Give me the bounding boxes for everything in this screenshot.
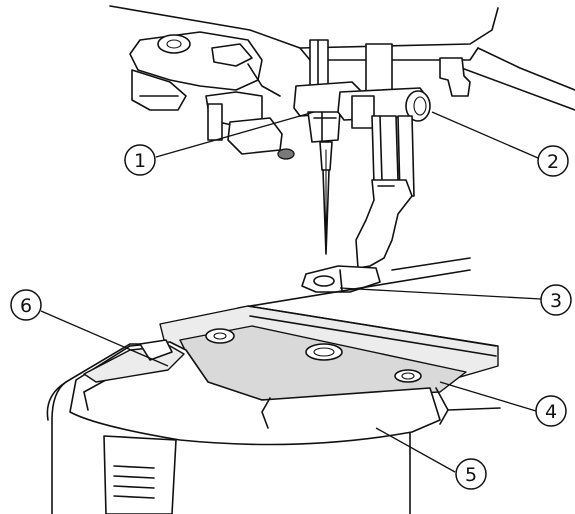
callout-3-label: 3 [550, 290, 562, 312]
callout-5: 5 [455, 458, 487, 490]
callout-2: 2 [537, 145, 569, 177]
presser-foot-bar [337, 43, 431, 197]
callout-1: 1 [124, 144, 156, 176]
leader-lines [40, 111, 542, 473]
callout-4-label: 4 [545, 401, 557, 423]
flatbed-attachment [159, 305, 499, 401]
needle [319, 141, 333, 255]
callout-3: 3 [540, 284, 572, 316]
leader-1 [155, 111, 315, 158]
callout-6: 6 [10, 289, 42, 321]
leader-3 [339, 287, 542, 300]
callout-5-label: 5 [465, 464, 477, 486]
leader-4 [439, 381, 537, 412]
leader-6 [40, 310, 169, 367]
embroidery-unit [46, 339, 501, 514]
callout-1-label: 1 [134, 150, 146, 172]
callout-6-label: 6 [20, 295, 32, 317]
embroidery-foot [301, 179, 413, 293]
callout-2-label: 2 [547, 151, 559, 173]
leader-2 [431, 111, 539, 159]
leader-5 [375, 427, 456, 473]
callout-4: 4 [535, 395, 567, 427]
presser-lever-assembly [129, 31, 295, 160]
